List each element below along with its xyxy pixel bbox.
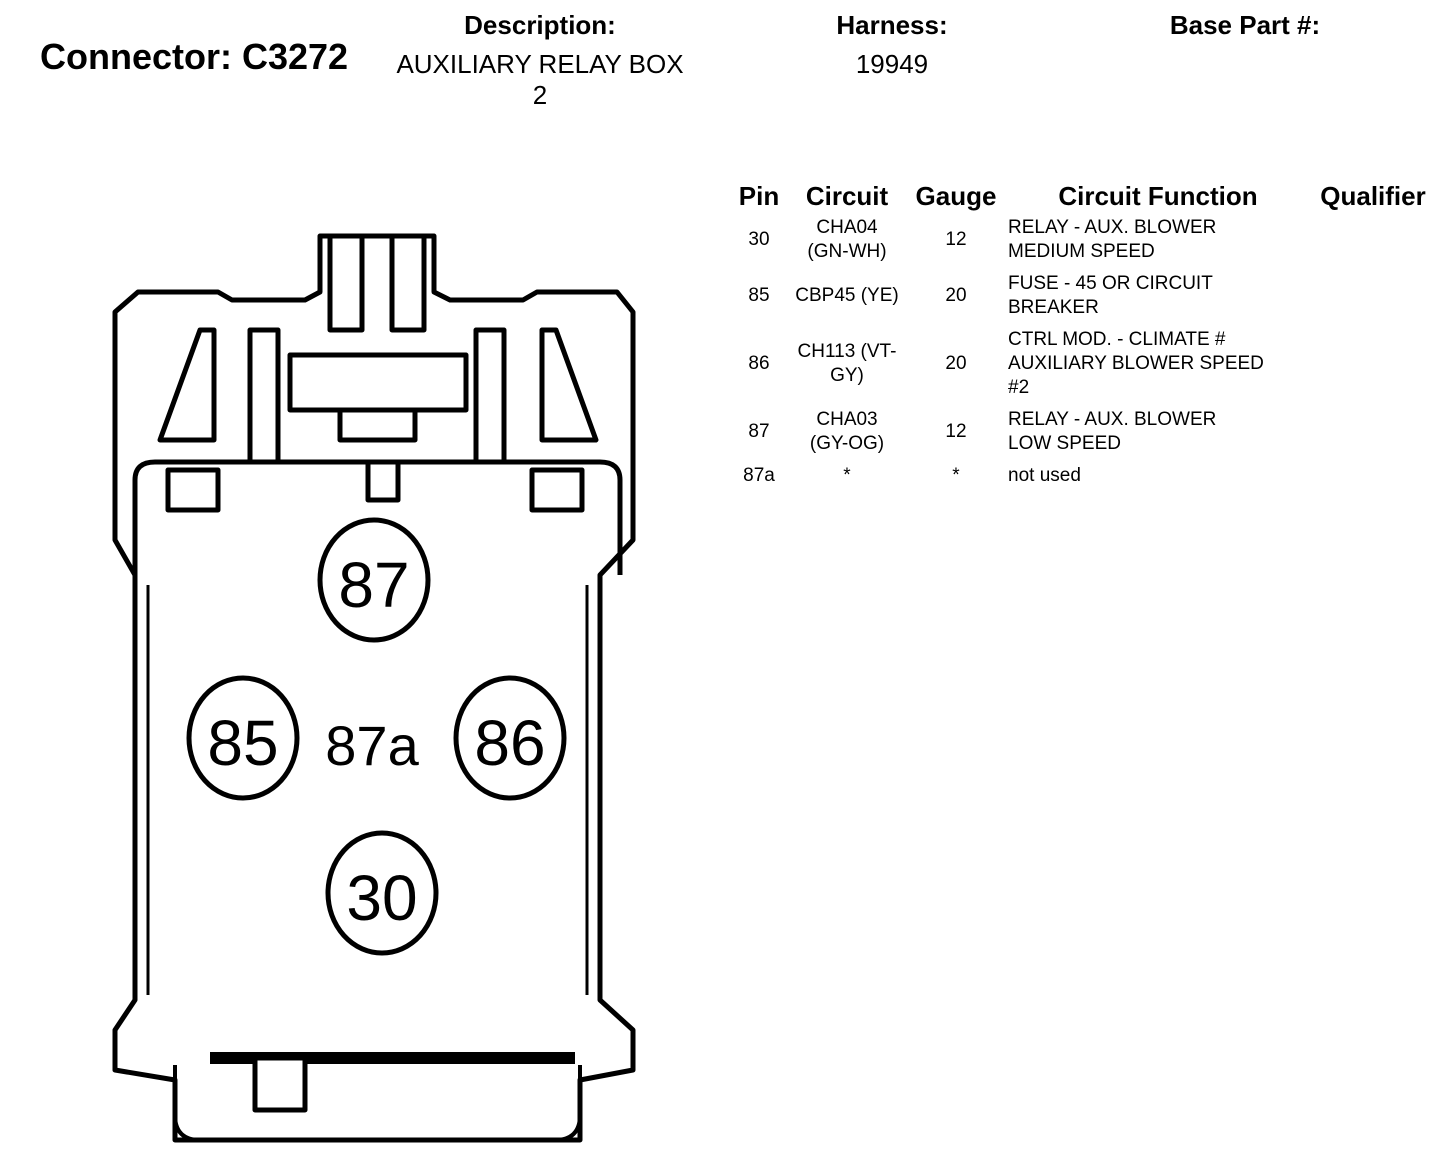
pin-30-label: 30 <box>346 862 417 934</box>
description-label: Description: <box>464 10 616 40</box>
connector-title: Connector: C3272 <box>40 36 349 77</box>
center-block <box>287 352 469 413</box>
pin-30-circle <box>325 830 439 956</box>
pin-table-header: Pin Circuit Gauge Circuit Function Quali… <box>730 176 1438 216</box>
cell-qualifier <box>1308 272 1438 328</box>
left-foot <box>165 467 221 513</box>
center-key <box>365 459 401 503</box>
harness-label: Harness: <box>836 10 948 40</box>
cell-pin: 86 <box>748 353 770 374</box>
connector-face-diagram: 87 85 87a 86 30 <box>112 233 636 1143</box>
table-row: 86 CH113 (VT- GY) 20 CTRL MOD. - CLIMATE # AU… <box>730 328 1438 408</box>
center-tab-right <box>389 236 427 333</box>
cell-circuit-function-line: #2 <box>1008 377 1030 398</box>
pin-87-label: 87 <box>338 549 409 621</box>
table-row: 85 CBP45 (YE) 20 FUSE - 45 OR CIRCUIT BREAKE… <box>730 272 1438 328</box>
cell-circuit-function-line: RELAY - AUX. BLOWER <box>1008 409 1217 430</box>
cell-qualifier <box>1308 408 1438 464</box>
pin-85-circle <box>186 675 300 801</box>
cell-circuit: CH113 (VT- GY) <box>788 328 906 408</box>
cell-pin: 87 <box>748 421 770 442</box>
cell-circuit-line: CH113 (VT- <box>797 341 897 362</box>
header-circuit-function: Circuit Function <box>1058 180 1258 211</box>
cell-circuit-function-line: MEDIUM SPEED <box>1008 241 1155 262</box>
pin-87a-label: 87a <box>325 714 419 777</box>
description-line-2: 2 <box>532 80 548 110</box>
left-latch-arm <box>157 327 217 443</box>
cell-pin: 87a <box>743 465 775 486</box>
cell-circuit-function-line: CTRL MOD. - CLIMATE # <box>1008 329 1226 350</box>
cell-circuit-function: RELAY - AUX. BLOWER MEDIUM SPEED <box>1006 216 1308 272</box>
cell-circuit: CHA04 (GN-WH) <box>788 216 906 272</box>
cell-circuit-function: RELAY - AUX. BLOWER LOW SPEED <box>1006 408 1308 464</box>
cell-gauge: 20 <box>945 353 967 374</box>
cell-circuit-function: CTRL MOD. - CLIMATE # AUXILIARY BLOWER SP… <box>1006 328 1308 408</box>
header-gauge: Gauge <box>915 180 997 211</box>
cell-gauge: * <box>952 465 960 486</box>
pin-86-circle <box>453 675 567 801</box>
right-post <box>473 327 507 465</box>
pin-86-label: 86 <box>474 707 545 779</box>
cell-circuit-line: * <box>843 465 851 486</box>
cell-qualifier <box>1308 216 1438 272</box>
pin-85-label: 85 <box>207 707 278 779</box>
cell-gauge: 12 <box>945 229 967 250</box>
cell-circuit-line: GY) <box>830 365 864 386</box>
pin-87-circle <box>317 517 431 643</box>
cell-circuit-line: CHA03 <box>816 409 878 430</box>
cell-pin: 85 <box>748 285 770 306</box>
header-circuit: Circuit <box>805 180 889 211</box>
cell-qualifier <box>1308 328 1438 408</box>
description-value: AUXILIARY RELAY BOX 2 <box>380 49 700 111</box>
center-stem <box>337 410 418 443</box>
bottom-lip <box>173 1065 582 1142</box>
pin-table: Pin Circuit Gauge Circuit Function Quali… <box>730 176 1438 496</box>
cell-circuit: CBP45 (YE) <box>788 272 906 328</box>
cell-circuit: * <box>788 464 906 496</box>
right-foot <box>529 467 585 513</box>
table-row: 87 CHA03 (GY-OG) 12 RELAY - AUX. BLOWER LOW S… <box>730 408 1438 464</box>
description-line-1: AUXILIARY RELAY BOX <box>396 49 684 79</box>
cell-circuit-line: CHA04 <box>816 217 878 238</box>
cell-gauge: 12 <box>945 421 967 442</box>
cell-qualifier <box>1308 464 1438 496</box>
cell-circuit-function-line: FUSE - 45 OR CIRCUIT <box>1008 273 1213 294</box>
cell-pin: 30 <box>748 229 770 250</box>
cell-circuit-function: not used <box>1006 464 1308 496</box>
cell-circuit-function-line: RELAY - AUX. BLOWER <box>1008 217 1217 238</box>
bottom-tab <box>252 1055 308 1113</box>
header-pin: Pin <box>738 180 780 211</box>
harness-value: 19949 <box>855 49 929 79</box>
cell-circuit-function: FUSE - 45 OR CIRCUIT BREAKER <box>1006 272 1308 328</box>
cell-circuit-line: CBP45 (YE) <box>795 285 899 306</box>
header-qualifier: Qualifier <box>1320 180 1426 211</box>
center-tab-left <box>327 236 365 333</box>
cell-circuit-function-line: LOW SPEED <box>1008 433 1121 454</box>
table-row: 30 CHA04 (GN-WH) 12 RELAY - AUX. BLOWER MEDIU… <box>730 216 1438 272</box>
base-part-label: Base Part #: <box>1169 10 1321 40</box>
right-latch-arm <box>539 327 599 443</box>
cell-circuit-function-line: AUXILIARY BLOWER SPEED <box>1008 353 1264 374</box>
cell-circuit-line: (GN-WH) <box>807 241 887 262</box>
cell-circuit-line: (GY-OG) <box>809 433 885 454</box>
cell-circuit: CHA03 (GY-OG) <box>788 408 906 464</box>
cell-gauge: 20 <box>945 285 967 306</box>
left-post <box>247 327 281 465</box>
cell-circuit-function-line: BREAKER <box>1008 297 1099 318</box>
table-row: 87a * * not used <box>730 464 1438 496</box>
cell-circuit-function-line: not used <box>1008 465 1081 486</box>
connector-outline <box>112 233 636 1143</box>
